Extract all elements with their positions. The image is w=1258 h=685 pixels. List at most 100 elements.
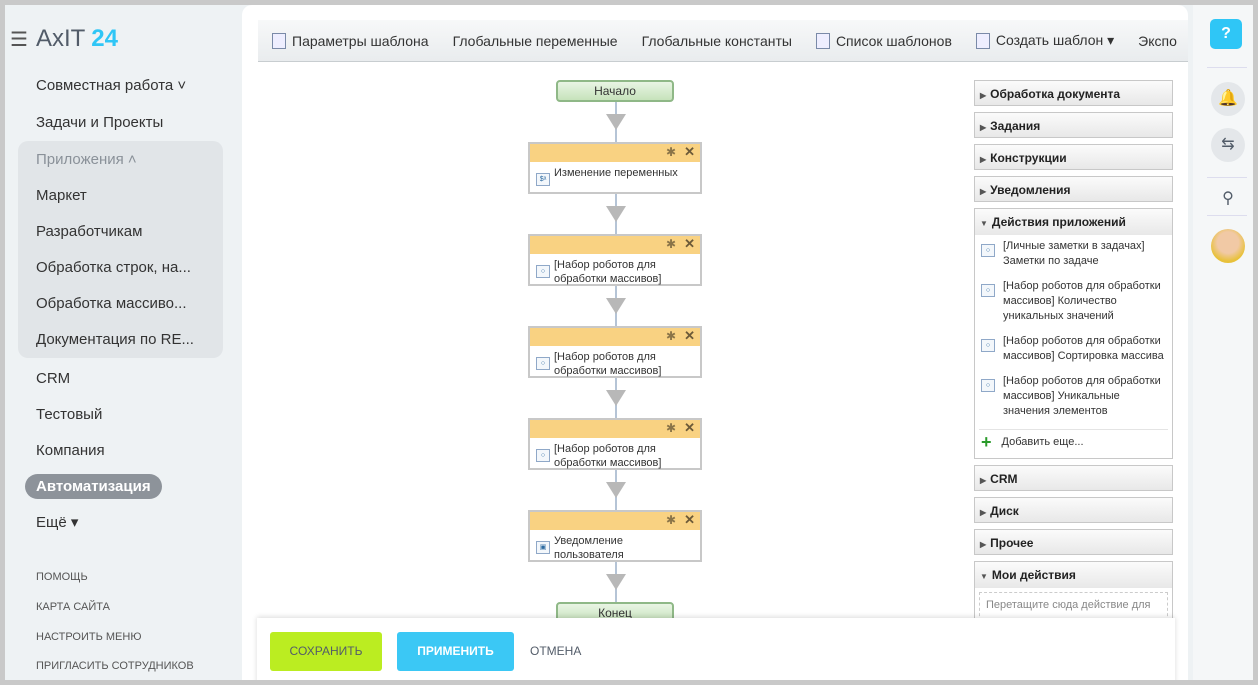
gear-icon[interactable]: ✱ bbox=[665, 329, 676, 343]
label: CRM bbox=[990, 472, 1018, 486]
nav-docs[interactable]: Документация по RE... bbox=[36, 331, 194, 348]
group-other[interactable]: ▶Прочее bbox=[974, 529, 1173, 555]
nav-strings[interactable]: Обработка строк, на... bbox=[36, 259, 191, 276]
footer-bar: СОХРАНИТЬ ПРИМЕНИТЬ ОТМЕНА bbox=[257, 618, 1175, 680]
list-icon bbox=[815, 32, 830, 49]
menu-icon[interactable]: ☰ bbox=[10, 28, 28, 51]
nav-collab[interactable]: Совместная работа ˅ bbox=[36, 77, 187, 94]
link-configure-menu[interactable]: Настроить меню bbox=[36, 631, 142, 643]
label: Диск bbox=[990, 504, 1019, 518]
group-notifications[interactable]: ▶Уведомления bbox=[974, 176, 1173, 202]
start-node: Начало bbox=[556, 80, 674, 102]
arrow-icon bbox=[606, 298, 626, 314]
close-icon[interactable]: ✕ bbox=[684, 420, 695, 435]
group-app-actions-header[interactable]: ▼Действия приложений bbox=[975, 209, 1172, 235]
block-label: [Набор роботов для обработки массивов] bbox=[554, 259, 662, 285]
notify-icon: ▣ bbox=[536, 541, 550, 554]
nav-arrays[interactable]: Обработка массиво... bbox=[36, 295, 187, 312]
label: [Личные заметки в задачах] Заметки по за… bbox=[1003, 240, 1145, 267]
activity-block[interactable]: ✱✕▣Уведомление пользователя bbox=[528, 510, 702, 562]
app-icon: ○ bbox=[981, 284, 995, 297]
gear-icon[interactable]: ✱ bbox=[665, 237, 676, 251]
add-more-link[interactable]: +Добавить еще... bbox=[979, 429, 1168, 458]
group-constructions[interactable]: ▶Конструкции bbox=[974, 144, 1173, 170]
export-button[interactable]: Экспо bbox=[1138, 33, 1177, 49]
nav-crm[interactable]: CRM bbox=[36, 370, 71, 387]
app-icon: ○ bbox=[981, 339, 995, 352]
label: Экспо bbox=[1138, 32, 1177, 49]
global-consts-button[interactable]: Глобальные константы bbox=[642, 33, 792, 49]
label: Добавить еще... bbox=[1001, 436, 1084, 448]
close-icon[interactable]: ✕ bbox=[684, 328, 695, 343]
nav-automation[interactable]: Автоматизация bbox=[25, 474, 162, 499]
gear-icon[interactable]: ✱ bbox=[665, 421, 676, 435]
activity-item[interactable]: ○ [Личные заметки в задачах] Заметки по з… bbox=[975, 235, 1172, 275]
help-icon[interactable]: ? bbox=[1210, 19, 1242, 49]
label: [Набор роботов для обработки массивов] У… bbox=[1003, 375, 1161, 417]
activity-block[interactable]: ✱ ✕ $ᵃ Изменение переменных bbox=[528, 142, 702, 194]
close-icon[interactable]: ✕ bbox=[684, 144, 695, 159]
caret-right-icon: ▶ bbox=[980, 91, 987, 100]
right-bar: ? 🔔 ⇆ ⚲ bbox=[1193, 5, 1253, 680]
nav-company[interactable]: Компания bbox=[36, 442, 105, 459]
activity-block[interactable]: ✱✕○[Набор роботов для обработки массивов… bbox=[528, 326, 702, 378]
variable-icon: $ᵃ bbox=[536, 173, 550, 186]
avatar[interactable] bbox=[1211, 229, 1245, 263]
label: Задания bbox=[990, 119, 1041, 133]
chat-icon[interactable]: ⇆ bbox=[1211, 128, 1245, 162]
label: Мои действия bbox=[991, 568, 1076, 582]
nav-market[interactable]: Маркет bbox=[36, 187, 87, 204]
arrow-icon bbox=[606, 206, 626, 222]
nav-test[interactable]: Тестовый bbox=[36, 406, 103, 423]
activity-block[interactable]: ✱✕○[Набор роботов для обработки массивов… bbox=[528, 418, 702, 470]
caret-right-icon: ▶ bbox=[980, 123, 987, 132]
activity-item[interactable]: ○ [Набор роботов для обработки массивов] … bbox=[975, 275, 1172, 330]
gear-icon[interactable]: ✱ bbox=[665, 513, 676, 527]
link-invite[interactable]: Пригласить сотрудников bbox=[36, 660, 194, 672]
save-button[interactable]: СОХРАНИТЬ bbox=[270, 632, 382, 671]
app-icon: ○ bbox=[981, 244, 995, 257]
label: [Набор роботов для обработки массивов] К… bbox=[1003, 280, 1161, 322]
nav-tasks[interactable]: Задачи и Проекты bbox=[36, 114, 164, 131]
gear-icon[interactable]: ✱ bbox=[665, 145, 676, 159]
label: Конструкции bbox=[990, 151, 1067, 165]
label: Параметры шаблона bbox=[292, 32, 429, 49]
global-vars-button[interactable]: Глобальные переменные bbox=[453, 33, 618, 49]
app-icon: ○ bbox=[536, 265, 550, 278]
caret-down-icon: ▼ bbox=[980, 572, 988, 581]
activity-item[interactable]: ○ [Набор роботов для обработки массивов] … bbox=[975, 370, 1172, 425]
toolbar: Параметры шаблона Глобальные переменные … bbox=[258, 20, 1188, 62]
create-template-button[interactable]: Создать шаблон ▾ bbox=[975, 32, 1114, 49]
activity-item[interactable]: ○[Набор роботов для обработки массивов] … bbox=[975, 330, 1172, 370]
link-help[interactable]: Помощь bbox=[36, 571, 88, 583]
close-icon[interactable]: ✕ bbox=[684, 236, 695, 251]
bell-icon[interactable]: 🔔 bbox=[1211, 82, 1245, 116]
search-icon[interactable]: ⚲ bbox=[1222, 190, 1234, 207]
arrow-icon bbox=[606, 574, 626, 590]
cancel-button[interactable]: ОТМЕНА bbox=[530, 644, 582, 658]
group-tasks[interactable]: ▶Задания bbox=[974, 112, 1173, 138]
app-icon: ○ bbox=[981, 379, 995, 392]
group-disk[interactable]: ▶Диск bbox=[974, 497, 1173, 523]
apply-button[interactable]: ПРИМЕНИТЬ bbox=[397, 632, 514, 671]
divider bbox=[1207, 177, 1247, 178]
label: Прочее bbox=[990, 536, 1034, 550]
block-label: Изменение переменных bbox=[554, 167, 678, 179]
template-params-button[interactable]: Параметры шаблона bbox=[272, 32, 429, 49]
label: Уведомления bbox=[990, 183, 1071, 197]
nav-dev[interactable]: Разработчикам bbox=[36, 223, 143, 240]
activities-panel: ▶Обработка документа ▶Задания ▶Конструкц… bbox=[974, 80, 1173, 643]
link-sitemap[interactable]: Карта сайта bbox=[36, 601, 110, 613]
group-my-actions-header[interactable]: ▼Мои действия bbox=[975, 562, 1172, 588]
arrow-icon bbox=[606, 482, 626, 498]
close-icon[interactable]: ✕ bbox=[684, 512, 695, 527]
caret-right-icon: ▶ bbox=[980, 155, 987, 164]
activity-block[interactable]: ✱ ✕ ○ [Набор роботов для обработки массивов… bbox=[528, 234, 702, 286]
template-list-button[interactable]: Список шаблонов bbox=[815, 32, 952, 49]
nav-apps[interactable]: Приложения ˄ bbox=[36, 151, 137, 168]
nav-more[interactable]: Ещё ▾ bbox=[36, 514, 79, 531]
group-crm[interactable]: ▶CRM bbox=[974, 465, 1173, 491]
group-doc-processing[interactable]: ▶Обработка документа bbox=[974, 80, 1173, 106]
